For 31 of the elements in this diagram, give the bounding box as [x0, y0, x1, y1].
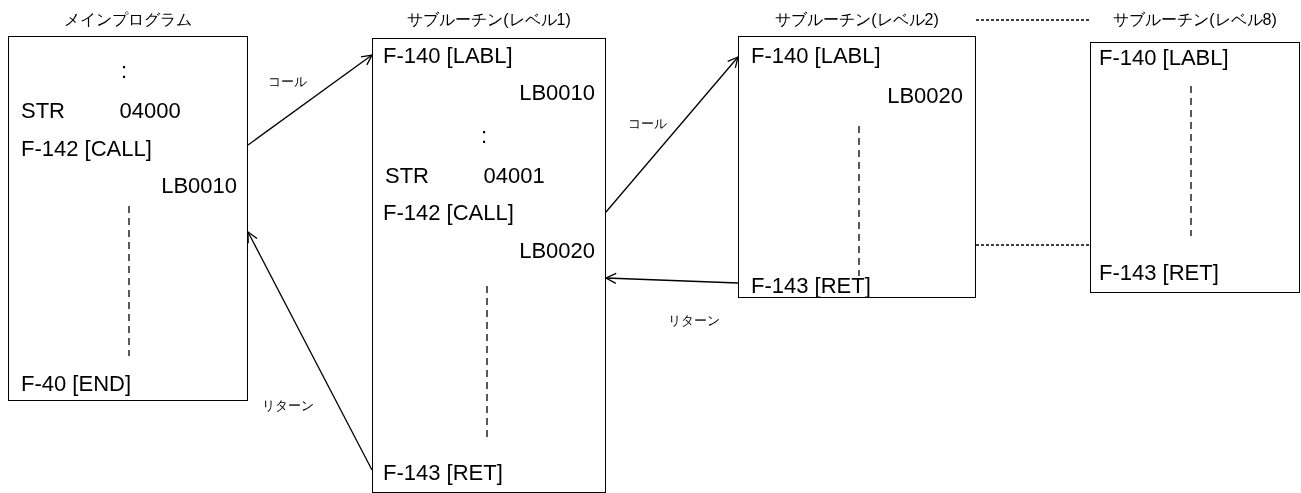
program-line: LB0020 [519, 238, 595, 264]
program-line: : [121, 58, 128, 84]
block-heading: サブルーチン(レベル8) [1112, 10, 1278, 30]
arrow [247, 54, 373, 146]
program-line: F-40 [END] [21, 371, 132, 397]
program-line: F-140 [LABL] [383, 43, 513, 69]
program-line: F-142 [CALL] [21, 136, 152, 162]
edge-label: リターン [262, 398, 314, 414]
edge-label: コール [268, 74, 307, 90]
program-line: F-140 [LABL] [1099, 45, 1229, 71]
program-line: STR 04001 [385, 163, 545, 189]
block-heading: サブルーチン(レベル1) [406, 10, 572, 30]
continuation-line [975, 19, 1091, 21]
arrow [247, 231, 373, 471]
program-line: LB0010 [161, 173, 237, 199]
arrow [605, 272, 739, 284]
block-heading: サブルーチン(レベル2) [774, 10, 940, 30]
program-line: LB0010 [519, 80, 595, 106]
edge-label: コール [628, 116, 667, 132]
program-line: F-143 [RET] [383, 460, 503, 486]
program-line: F-143 [RET] [751, 273, 871, 299]
program-line: STR 04000 [21, 98, 181, 124]
arrow [605, 56, 739, 213]
program-line: F-142 [CALL] [383, 200, 514, 226]
block-heading: メインプログラム [63, 10, 193, 30]
program-line: : [481, 123, 488, 149]
program-line: F-143 [RET] [1099, 260, 1219, 286]
edge-label: リターン [668, 313, 720, 329]
program-line: LB0020 [887, 83, 963, 109]
program-line: F-140 [LABL] [751, 43, 881, 69]
continuation-line [975, 244, 1091, 246]
